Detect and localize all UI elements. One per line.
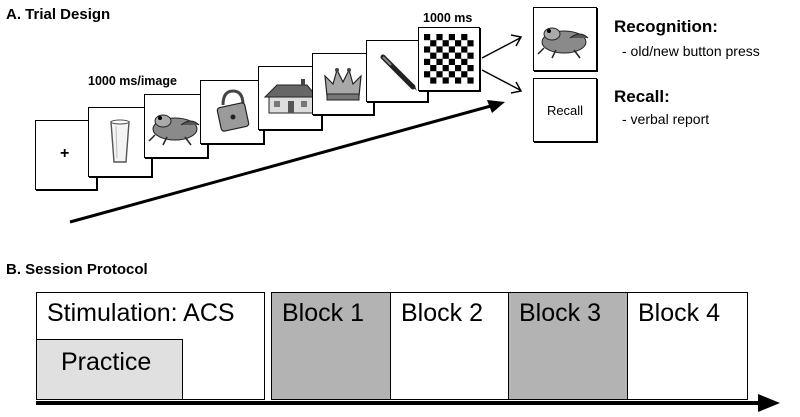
checker-square (448, 71, 455, 78)
image-duration-label: 1000 ms/image (88, 74, 177, 88)
stimulus-card-pen (366, 40, 428, 102)
panel-b-title: B. Session Protocol (6, 261, 148, 278)
recognition-title: Recognition: (614, 17, 718, 36)
checker-square (455, 77, 462, 84)
mask-duration-label: 1000 ms (423, 11, 473, 25)
recall-title: Recall: (614, 87, 670, 106)
checker-square (455, 40, 462, 47)
checker-square (430, 65, 437, 72)
fixation-cross: + (60, 145, 70, 162)
padlock-icon (216, 89, 250, 132)
stimulus-card-frog (144, 94, 208, 158)
checker-square (436, 34, 443, 41)
practice-block: Practice (36, 339, 183, 400)
checkerboard-mask-icon (424, 34, 474, 84)
checker-square (467, 65, 474, 72)
checker-square (442, 77, 449, 84)
block-1: Block 1 (271, 292, 392, 400)
checker-square (442, 52, 449, 59)
checker-square (442, 65, 449, 72)
checker-square (430, 52, 437, 59)
checker-square (436, 46, 443, 53)
block-4: Block 4 (627, 292, 748, 400)
checker-square (467, 52, 474, 59)
frog-icon (537, 27, 589, 59)
checker-square (430, 77, 437, 84)
stimulus-card-padlock (200, 80, 264, 144)
recognition-detail: - old/new button press (622, 43, 760, 59)
mask-card (418, 27, 480, 91)
checker-square (448, 46, 455, 53)
checker-square (461, 58, 468, 65)
checker-square (467, 40, 474, 47)
checker-square (448, 34, 455, 41)
branch-arrow-recall (481, 69, 521, 91)
checker-square (424, 58, 431, 65)
time-arrow-diagonal-head (487, 100, 505, 113)
checker-square (436, 71, 443, 78)
branch-arrow-recognition (481, 37, 521, 59)
checker-square (448, 58, 455, 65)
recognition-card (533, 7, 597, 71)
checker-square (430, 40, 437, 47)
checker-square (467, 77, 474, 84)
checker-square (442, 40, 449, 47)
glass-icon (110, 119, 130, 163)
panel-a-title: A. Trial Design (6, 6, 111, 23)
block-3: Block 3 (508, 292, 629, 400)
checker-square (436, 58, 443, 65)
recall-card: Recall (533, 78, 597, 142)
checker-square (424, 46, 431, 53)
crown-icon (324, 68, 362, 101)
stimulus-card-crown (312, 53, 374, 115)
block-2: Block 2 (390, 292, 510, 400)
checker-square (424, 34, 431, 41)
checker-square (455, 52, 462, 59)
timeline-arrow-head (758, 394, 780, 412)
stimulus-card-glass (88, 107, 152, 177)
recall-card-label: Recall (546, 103, 584, 118)
frog-icon (148, 114, 200, 146)
checker-square (461, 71, 468, 78)
pen-icon (380, 54, 417, 91)
checker-square (461, 46, 468, 53)
checker-square (424, 71, 431, 78)
checker-square (461, 34, 468, 41)
checker-square (455, 65, 462, 72)
recall-detail: - verbal report (622, 111, 710, 127)
